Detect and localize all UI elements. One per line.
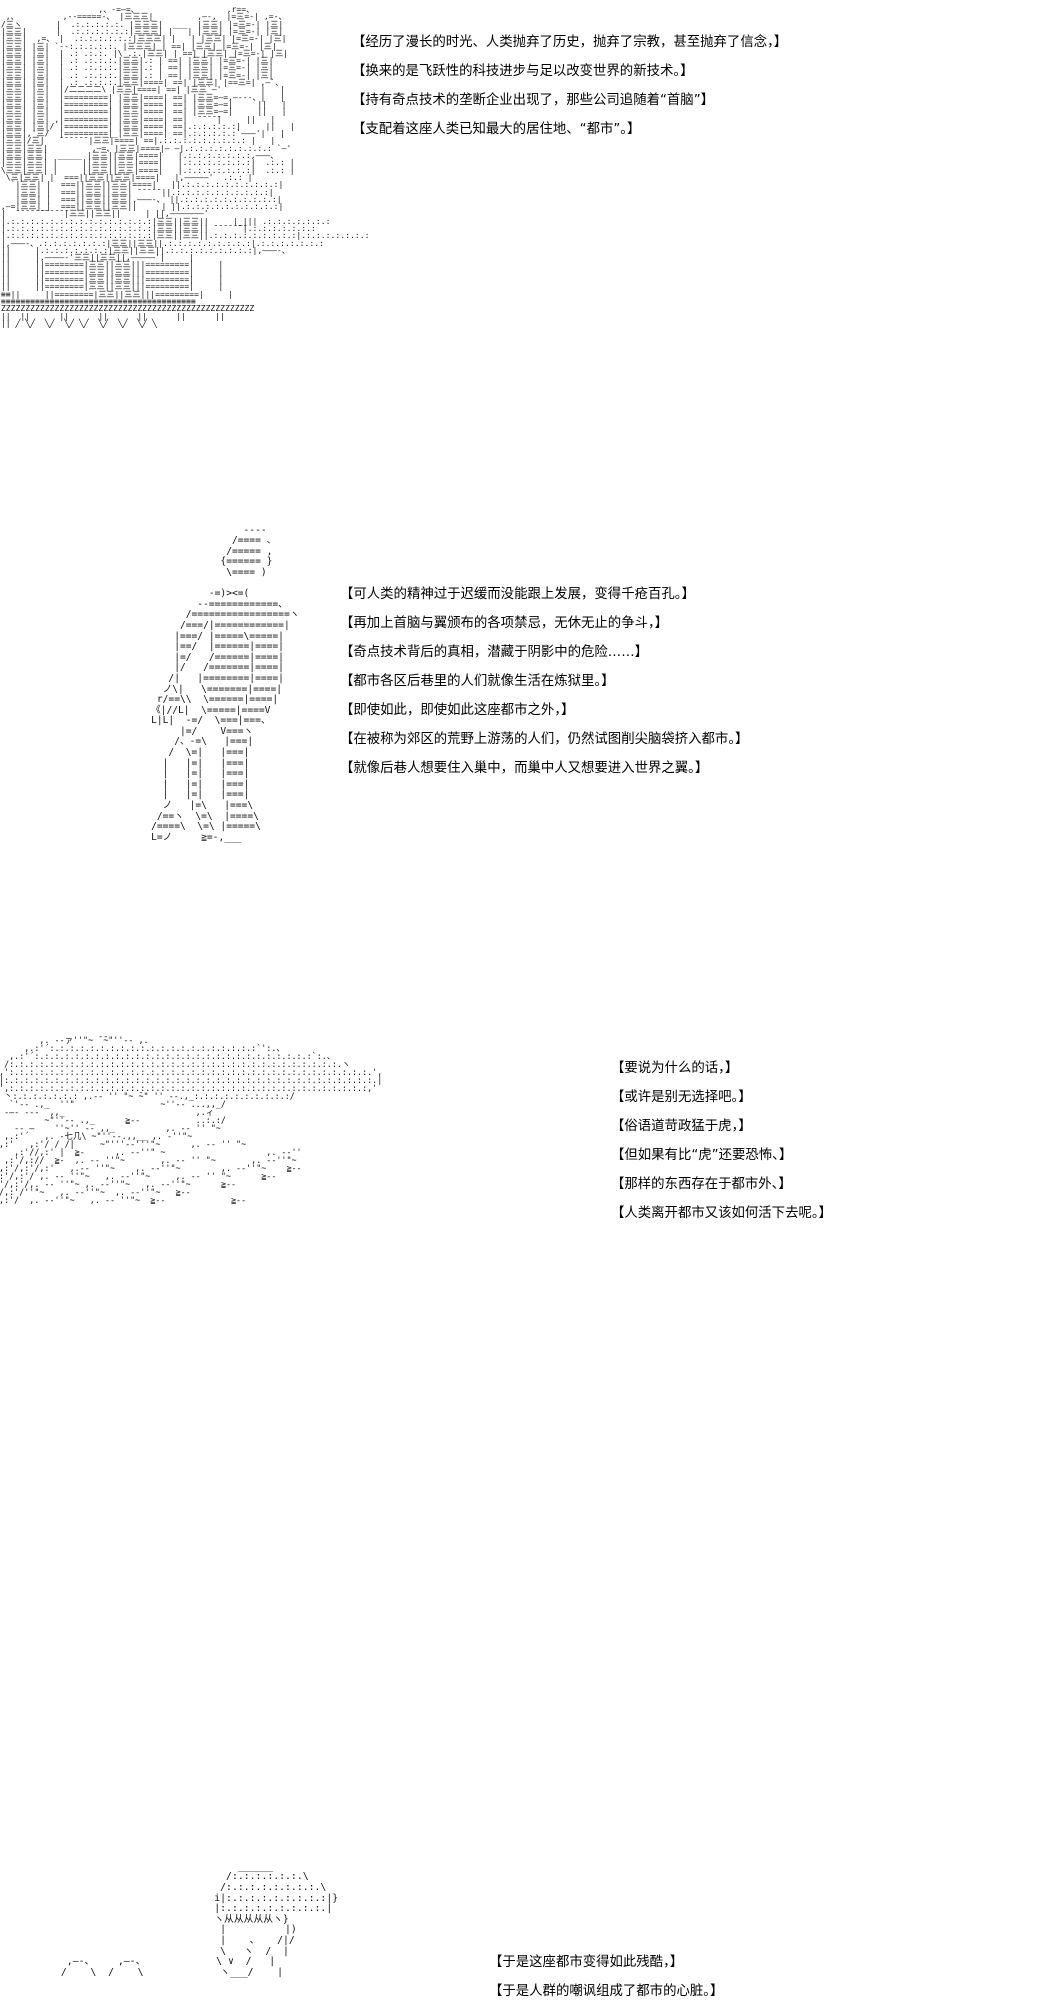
narration-line: 【但如果有比“虎”还要恐怖、】 [611,1148,793,1164]
ascii-art-cityscape: ,、‐=―=、 ,r==、 ,、 ,-‐=====-、 |三三三| ,―‐, |… [0,4,370,328]
narration-line: 【要说为什么的话，】 [611,1061,739,1076]
narration-block-man: 【可人类的精神过于迟缓而没能跟上发展，变得千疮百孔。】 【再加上首脑与翼颁布的各… [340,587,749,777]
narration-block-wasteland: 【要说为什么的话，】 【或许是别无选择吧。】 【俗语道苛政猛于虎，】 【但如果有… [611,1061,832,1222]
narration-line: 【即使如此，即使如此这座都市之外，】 [340,703,575,719]
narration-line: 【在被称为郊区的荒野上游荡的人们，仍然试图削尖脑袋挤入都市。】 [340,732,749,748]
narration-line: 【就像后巷人想要住入巢中，而巢中人又想要进入世界之翼。】 [340,761,709,777]
narration-line: 【持有奇点技术的垄断企业出现了，那些公司追随着“首脑”】 [352,93,715,109]
scene-man: ---- /==== 、 /===== , {====== } \==== ) [151,524,749,843]
ascii-art-standing-man: ---- /==== 、 /===== , {====== } \==== ) [151,524,300,843]
narration-line: 【那样的东西存在于都市外、】 [611,1177,792,1193]
narration-block-cityscape: 【经历了漫长的时光、人类抛弃了历史，抛弃了宗教，甚至抛弃了信念，】 【换来的是飞… [352,35,788,138]
narration-line: 【都市各区后巷里的人们就像生活在炼狱里。】 [340,674,615,690]
narration-line: 【奇点技术背后的真相，潜藏于阴影中的危险……】 [340,645,648,661]
ascii-art-wasteland-horizon: ,. -‐ァ''"~ ̄ ̄~"''‐- ,. ,.:'´:.:.:.:.:.:… [0,1035,383,1206]
narration-block-face: 【于是这座都市变得如此残酷，】 【于是人群的嘲讽组成了都市的心脏。】 [489,1955,724,2000]
narration-line: 【于是人群的嘲讽组成了都市的心脏。】 [489,1984,724,2000]
narration-line: 【经历了漫长的时光、人类抛弃了历史，抛弃了宗教，甚至抛弃了信念，】 [352,35,788,50]
narration-line: 【换来的是飞跃性的科技进步与足以改变世界的新技术。】 [352,64,694,80]
narration-line: 【再加上首脑与翼颁布的各项禁忌，无休无止的争斗，】 [340,616,669,632]
narration-line: 【人类离开都市又该如何活下去呢。】 [611,1206,832,1222]
ascii-art-face-closeup: ______ /:.:.:.:.:.:.\ /:.:.:.:.:.:.:.:.\… [60,1860,339,1978]
narration-line: 【或许是别无选择吧。】 [611,1090,752,1106]
scene-wasteland: ,. -‐ァ''"~ ̄ ̄~"''‐- ,. ,.:'´:.:.:.:.:.:… [0,1035,832,1222]
narration-line: 【可人类的精神过于迟缓而没能跟上发展，变得千疮百孔。】 [340,587,695,602]
narration-line: 【于是这座都市变得如此残酷，】 [489,1955,684,1970]
narration-line: 【俗语道苛政猛于虎，】 [611,1119,752,1135]
scene-cityscape: ,、‐=―=、 ,r==、 ,、 ,-‐=====-、 |三三三| ,―‐, |… [0,0,1038,500]
narration-line: 【支配着这座人类已知最大的居住地、“都市”。】 [352,122,641,138]
